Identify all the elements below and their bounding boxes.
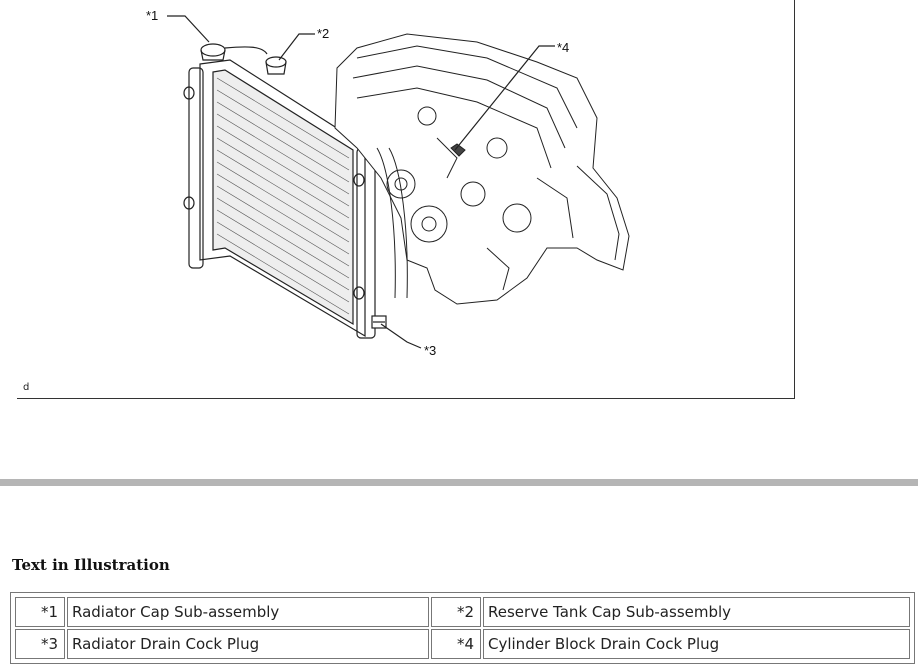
table-row: *3 Radiator Drain Cock Plug *4 Cylinder … [15,629,910,659]
callout-3-label: *3 [424,343,437,358]
callout-4-label: *4 [557,40,570,55]
radiator [183,59,376,339]
radiator-cap-drawing [200,43,268,61]
legend-text: Radiator Drain Cock Plug [67,629,429,659]
section-divider [0,479,918,486]
engine-radiator-illustration [167,15,630,349]
legend-num: *3 [15,629,65,659]
reserve-tank-cap-drawing [265,56,287,75]
legend-num: *2 [431,597,481,627]
legend-title: Text in Illustration [12,556,170,574]
illustration-frame: *1 *2 *3 *4 d [17,0,795,399]
callout-leaders [167,15,555,349]
legend-text: Reserve Tank Cap Sub-assembly [483,597,910,627]
callout-2-label: *2 [317,26,330,41]
legend-text: Cylinder Block Drain Cock Plug [483,629,910,659]
engine [334,33,630,305]
legend-table: *1 Radiator Cap Sub-assembly *2 Reserve … [10,592,915,664]
figure-id: d [23,382,30,393]
legend-num: *4 [431,629,481,659]
callout-1-label: *1 [146,8,159,23]
legend-num: *1 [15,597,65,627]
legend-text: Radiator Cap Sub-assembly [67,597,429,627]
table-row: *1 Radiator Cap Sub-assembly *2 Reserve … [15,597,910,627]
